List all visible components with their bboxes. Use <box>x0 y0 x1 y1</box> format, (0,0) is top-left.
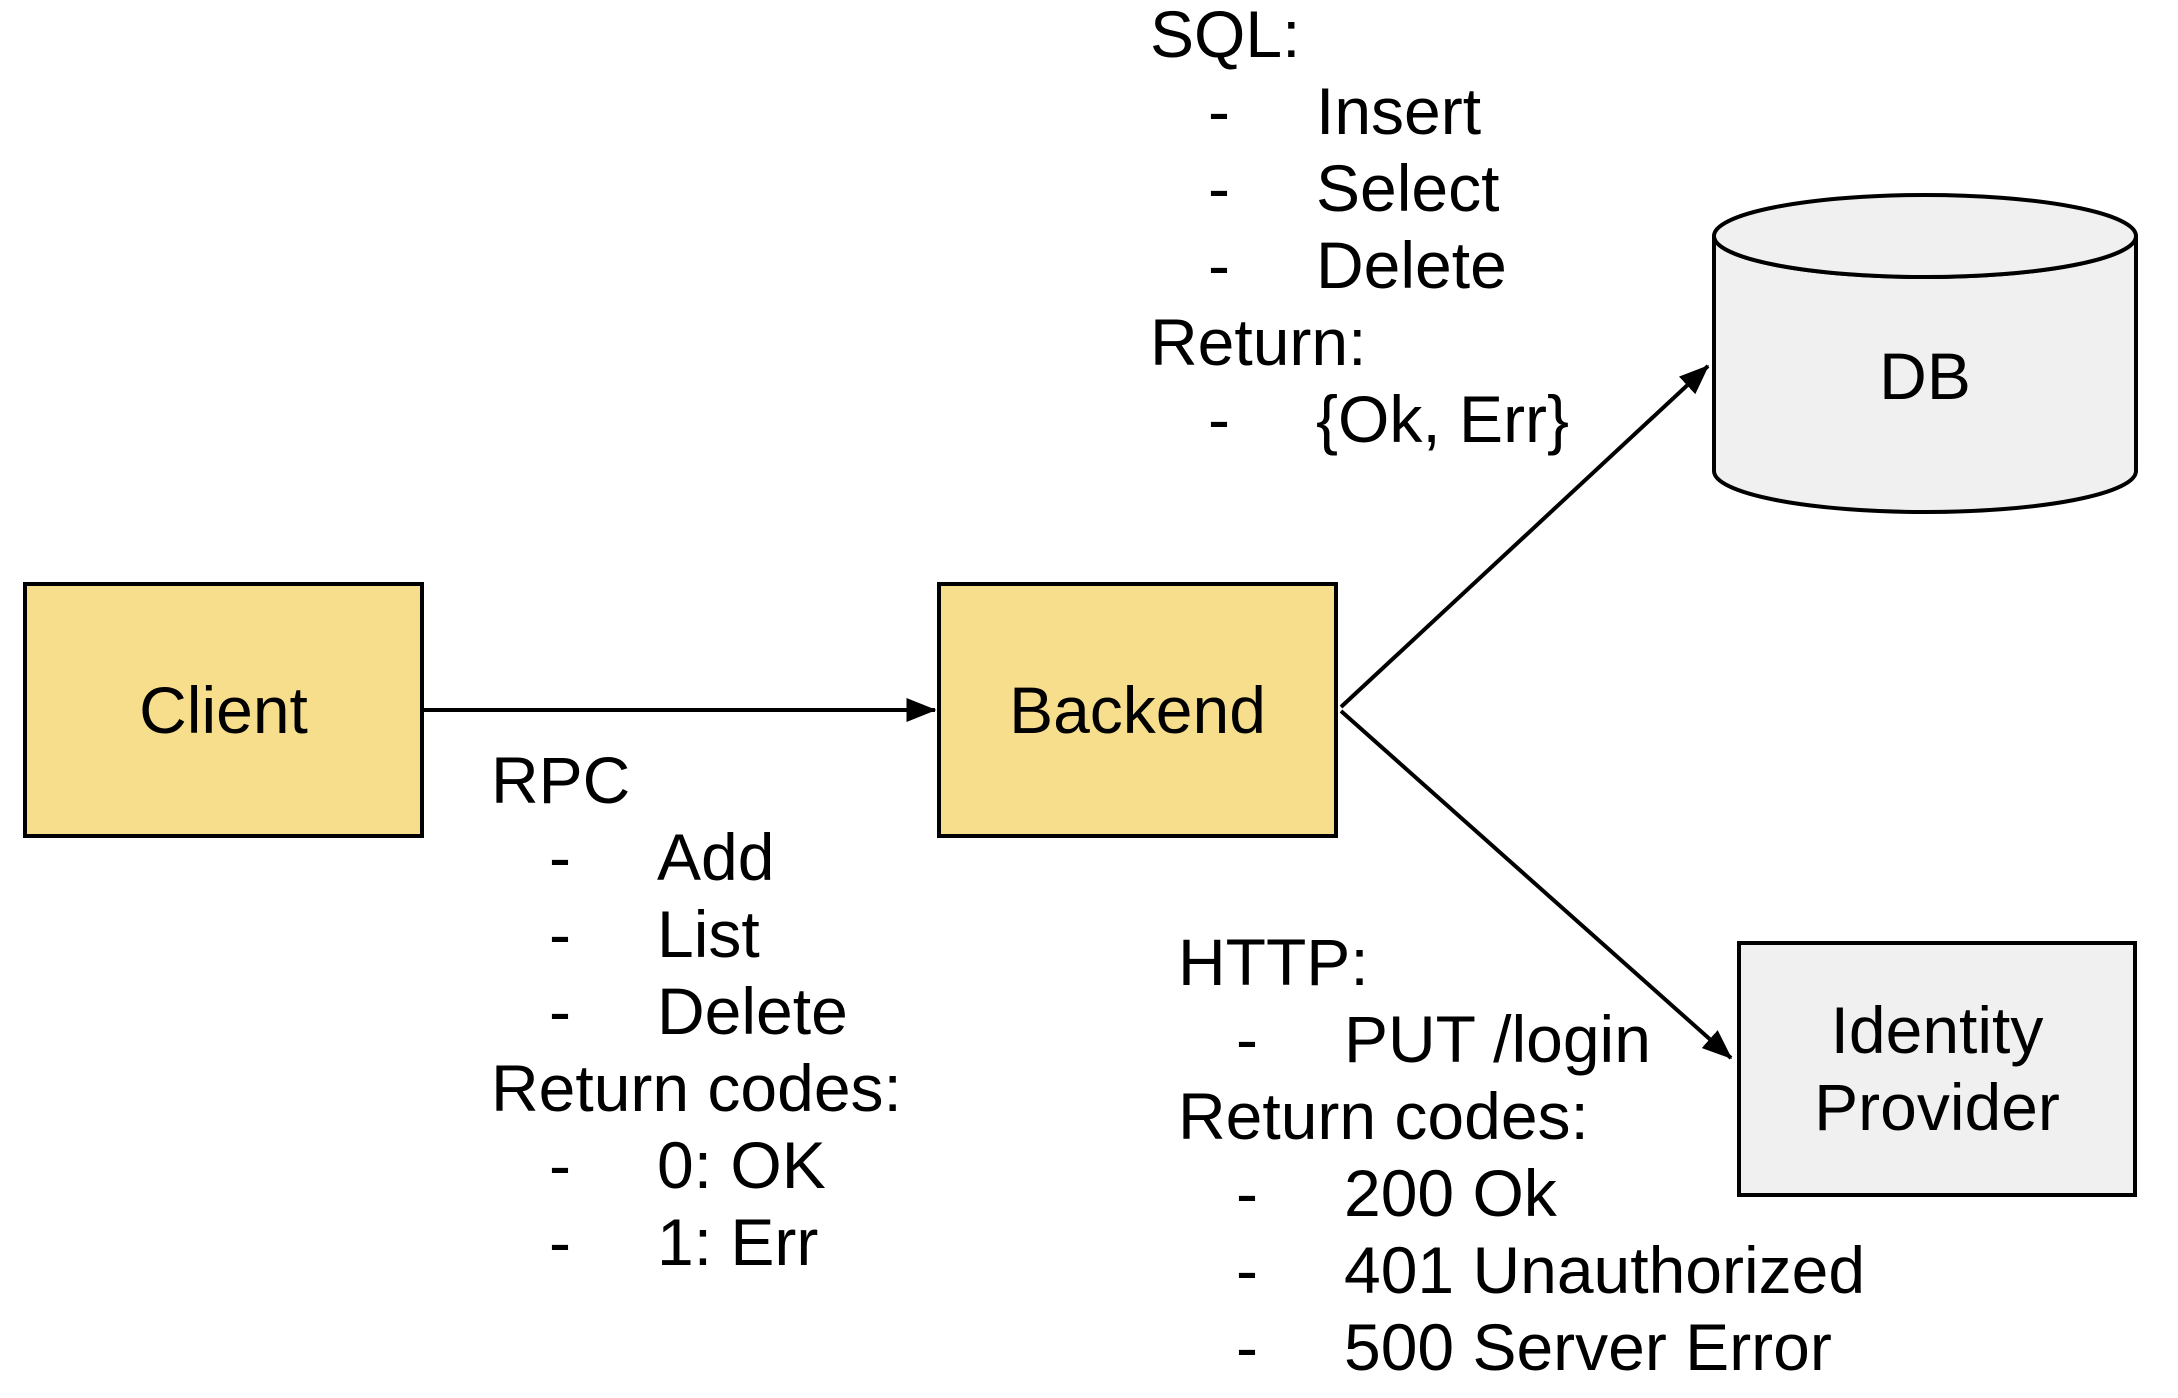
annotation-heading: Return: <box>1150 305 1367 379</box>
annotation-item: 1: Err <box>657 1205 819 1279</box>
annotation-line: - 200 Ok <box>1178 1155 1589 1232</box>
bullet-dash: - <box>1208 74 1230 148</box>
annotation-line: - Add <box>491 819 902 896</box>
annotation-item: 200 Ok <box>1344 1156 1557 1230</box>
bullet-dash: - <box>1236 1156 1258 1230</box>
annotation-heading: Return codes: <box>1178 1079 1589 1153</box>
annotation-item: 0: OK <box>657 1128 826 1202</box>
annotation-line: - PUT /login <box>1178 1001 1651 1078</box>
annotation-item: 401 Unauthorized <box>1344 1233 1866 1307</box>
annotation-line: - Delete <box>1150 227 1507 304</box>
bullet-dash: - <box>1236 1233 1258 1307</box>
bullet-dash: - <box>1208 228 1230 302</box>
annotation-line: Return codes: <box>1178 1078 1589 1155</box>
sql-annotation-block: SQL: - Insert - Select - Delete Return: … <box>1150 0 1569 458</box>
db-cylinder-shape <box>1712 193 2138 514</box>
annotation-line: - Select <box>1150 150 1499 227</box>
annotation-heading: SQL: <box>1150 0 1301 71</box>
annotation-line: HTTP: <box>1178 924 1589 1001</box>
annotation-item: PUT /login <box>1344 1002 1651 1076</box>
annotation-item: {Ok, Err} <box>1316 382 1570 456</box>
annotation-line: - 0: OK <box>491 1127 902 1204</box>
client-node-label: Client <box>139 672 308 747</box>
annotation-line: - 401 Unauthorized <box>1178 1232 1865 1309</box>
annotation-item: Delete <box>657 974 848 1048</box>
annotation-line: - {Ok, Err} <box>1150 381 1569 458</box>
annotation-line: - 500 Server Error <box>1178 1309 1832 1386</box>
annotation-item: Add <box>657 820 775 894</box>
bullet-dash: - <box>549 897 571 971</box>
identity-provider-node: Identity Provider <box>1737 941 2137 1197</box>
bullet-dash: - <box>549 974 571 1048</box>
annotation-line: Return codes: <box>491 1050 902 1127</box>
rpc-annotation-block: RPC - Add - List - Delete Return codes: … <box>491 742 902 1281</box>
db-node-label: DB <box>1879 339 1971 413</box>
bullet-dash: - <box>1208 382 1230 456</box>
annotation-item: Delete <box>1316 228 1507 302</box>
bullet-dash: - <box>549 820 571 894</box>
bullet-dash: - <box>1208 151 1230 225</box>
db-cylinder-top <box>1712 193 2138 279</box>
backend-to-db-arrow <box>1339 364 1710 709</box>
bullet-dash: - <box>549 1205 571 1279</box>
client-node: Client <box>23 582 424 838</box>
annotation-heading: RPC <box>491 743 631 817</box>
backend-node: Backend <box>937 582 1338 838</box>
backend-to-identity-provider-arrow <box>1339 709 1733 1060</box>
annotation-line: Return: <box>1150 304 1366 381</box>
annotation-item: Insert <box>1316 74 1482 148</box>
bullet-dash: - <box>1236 1002 1258 1076</box>
annotation-item: List <box>657 897 760 971</box>
annotation-line: RPC <box>491 742 902 819</box>
annotation-item: Select <box>1316 151 1500 225</box>
identity-provider-node-label: Identity Provider <box>1814 993 2060 1144</box>
annotation-line: - Delete <box>491 973 902 1050</box>
backend-node-label: Backend <box>1009 672 1266 747</box>
bullet-dash: - <box>549 1128 571 1202</box>
bullet-dash: - <box>1236 1310 1258 1384</box>
annotation-item: 500 Server Error <box>1344 1310 1832 1384</box>
annotation-line: - 1: Err <box>491 1204 902 1281</box>
annotation-heading: HTTP: <box>1178 925 1369 999</box>
annotation-line: - Insert <box>1150 73 1481 150</box>
annotation-heading: Return codes: <box>491 1051 902 1125</box>
annotation-line: SQL: <box>1150 0 1366 73</box>
http-annotation-block: HTTP: - PUT /login Return codes: - 200 O… <box>1178 924 1865 1386</box>
annotation-line: - List <box>491 896 902 973</box>
